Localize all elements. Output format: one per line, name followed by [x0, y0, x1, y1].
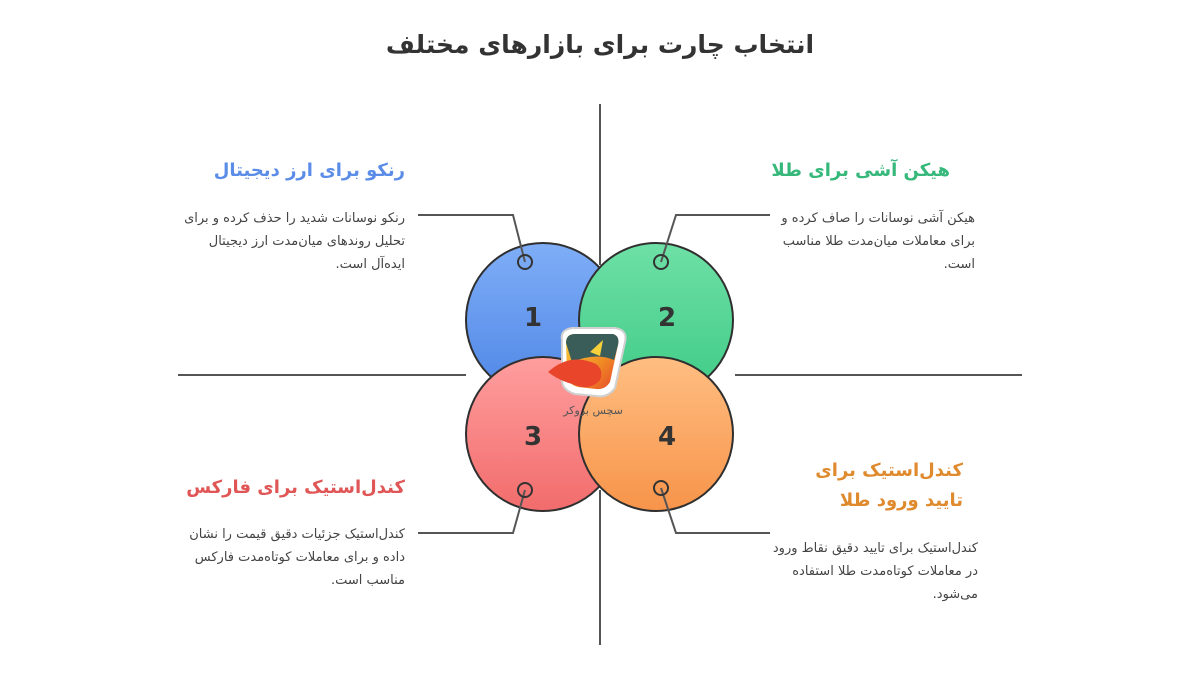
quadrant-1-description: رنکو نوسانات شدید را حذف کرده و برای تحل…: [184, 211, 405, 272]
quadrant-2-heading: هیکن آشی برای طلا: [771, 160, 950, 181]
connector-dot-3: [517, 482, 533, 498]
quadrant-2-description: هیکن آشی نوسانات را صاف کرده و برای معام…: [781, 211, 975, 272]
connector-1: [418, 214, 526, 263]
watermark-text: سچس بروکر: [562, 404, 623, 417]
connector-4: [660, 487, 770, 534]
circle-number-2: 2: [658, 303, 676, 333]
quadrant-4-description: کندل‌استیک برای تایید دقیق نقاط ورود در …: [772, 541, 978, 602]
connector-dot-1: [517, 254, 533, 270]
connector-dot-4: [653, 480, 669, 496]
circle-number-3: 3: [524, 422, 542, 452]
quadrant-3-description: کندل‌استیک جزئیات دقیق قیمت را نشان داده…: [189, 527, 405, 588]
connector-3: [418, 489, 526, 534]
connector-2: [660, 214, 770, 263]
bull-logo-icon: [548, 327, 627, 398]
circle-number-1: 1: [524, 303, 542, 333]
quadrant-1-heading: رنکو برای ارز دیجیتال: [213, 160, 405, 181]
quadrant-4-heading: کندل‌استیک برای تایید ورود طلا: [815, 460, 963, 511]
page-title: انتخاب چارت برای بازارهای مختلف: [385, 30, 815, 59]
quadrant-3-heading: کندل‌استیک برای فارکس: [186, 477, 405, 498]
circle-4: [578, 356, 734, 512]
connector-dot-2: [653, 254, 669, 270]
circle-number-4: 4: [658, 422, 676, 452]
